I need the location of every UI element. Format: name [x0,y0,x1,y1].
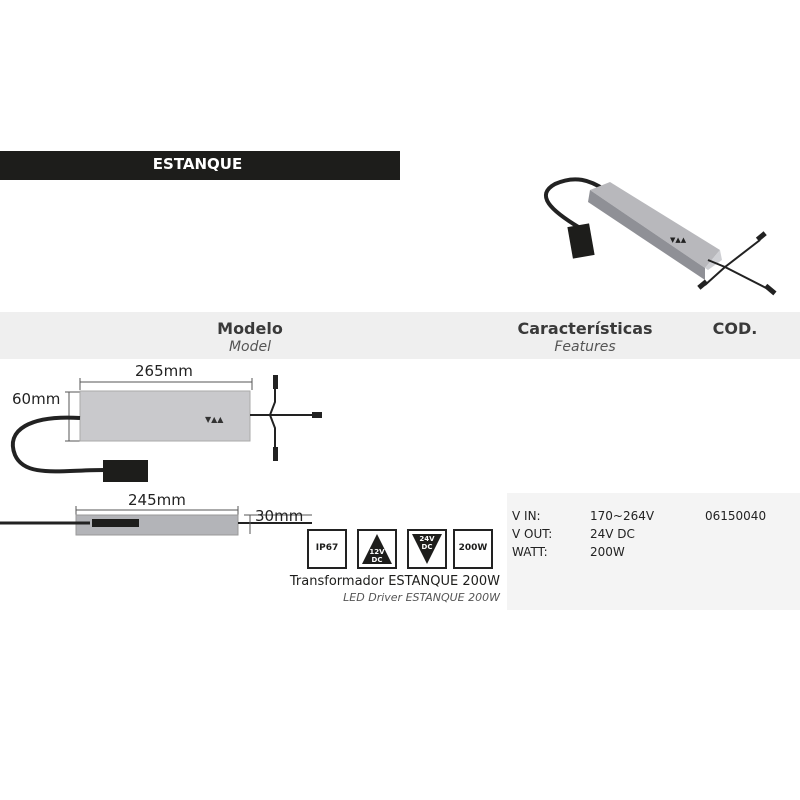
200w-badge: 200W [453,529,493,569]
spec-value-vout: 24V DC [590,527,635,541]
product-name: Transformador ESTANQUE 200W [289,574,500,589]
product-code: 06150040 [705,509,767,523]
spec-value-vin: 170~264V [590,509,655,523]
svg-text:▼▲▲: ▼▲▲ [670,236,687,244]
svg-text:▼▲▲: ▼▲▲ [205,415,224,424]
header-code: COD. [712,319,758,338]
dimension-height-side: 30mm [255,507,304,525]
spec-label-watt: WATT: [512,545,548,559]
24v-dc-badge: 24V DC [407,529,447,569]
header-model-en: Model [228,339,272,355]
header-model: Modelo [217,319,283,338]
dimension-length-side: 245mm [128,491,186,509]
dimension-height-top: 60mm [12,390,61,408]
features-panel: V IN: 170~264V V OUT: 24V DC WATT: 200W … [507,493,800,610]
header-features-en: Features [554,339,616,355]
header-features: Características [517,319,653,338]
dimension-length-top: 265mm [135,362,193,380]
triangle-down-icon [412,534,442,564]
spec-label-vout: V OUT: [512,527,553,541]
table-header: Modelo Model Características Features CO… [0,312,800,359]
spec-label-vin: V IN: [512,509,541,523]
spec-value-watt: 200W [590,545,625,559]
12v-dc-badge: 12V DC [357,529,397,569]
section-title-bar: ESTANQUE [0,151,400,180]
triangle-up-icon [362,534,392,564]
product-name-en: LED Driver ESTANQUE 200W [343,591,500,604]
ip67-badge: IP67 [307,529,347,569]
section-title: ESTANQUE [152,155,243,173]
top-view-drawing: ▼▲▲ [0,375,322,536]
product-photo: ▼▲▲ [543,177,777,296]
